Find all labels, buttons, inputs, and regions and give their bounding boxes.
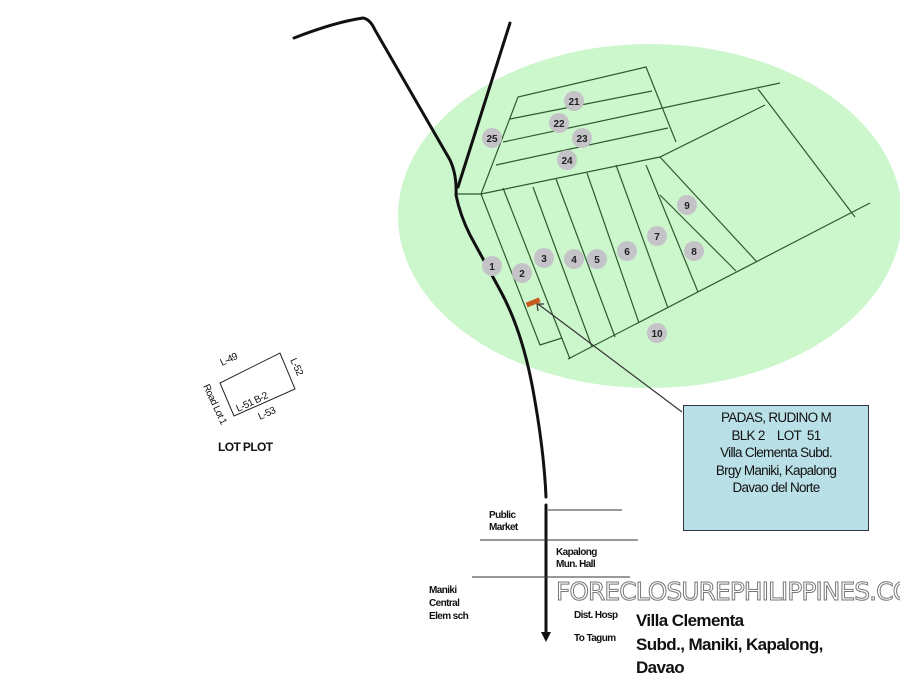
subject-lot-marker	[525, 297, 541, 308]
lot-number: 24	[561, 156, 573, 167]
location-title: Villa Clementa	[636, 611, 745, 630]
pointer-arrow	[536, 303, 683, 413]
lot-plot-bottom-label: L-53	[257, 405, 279, 423]
municipal-hall-label: Kapalong	[556, 547, 597, 558]
lot-number: 22	[553, 119, 565, 130]
lot-number: 9	[684, 201, 690, 212]
main-road	[292, 16, 548, 499]
municipal-hall-label: Mun. Hall	[556, 559, 596, 570]
subdivision: Villa Clementa Subd.	[720, 445, 833, 460]
lot-plot-left-label: Road Lot 1	[200, 383, 229, 427]
lot-number: 6	[624, 247, 630, 258]
school-label: Elem sch	[429, 611, 469, 622]
lot-plot-top-label: L-49	[219, 351, 241, 369]
lot-number: 25	[486, 134, 498, 145]
location-title: Davao	[636, 658, 684, 675]
public-market-label: Public	[489, 510, 516, 521]
lot-number: 23	[576, 134, 588, 145]
landmarks: Public Market Kapalong Mun. Hall Maniki …	[429, 510, 823, 675]
lot-number: 3	[541, 254, 547, 265]
lot-number: 8	[691, 247, 697, 258]
lot-number: 1	[489, 262, 495, 273]
lot-number: 21	[568, 97, 580, 108]
owner-name: PADAS, RUDINO M	[720, 410, 832, 425]
lot-number: 5	[594, 255, 600, 266]
roads	[292, 16, 638, 642]
province: Davao del Norte	[732, 480, 820, 495]
watermark: FORECLOSUREPHILIPPINES.COM	[556, 577, 900, 606]
arrow-down-icon	[541, 632, 551, 642]
block-lot: BLK 2 LOT 51	[731, 427, 821, 443]
school-label: Maniki	[429, 585, 457, 596]
school-label: Central	[429, 598, 460, 609]
side-road	[456, 21, 512, 189]
to-tagum-label: To Tagum	[574, 633, 616, 644]
public-market-label: Market	[489, 522, 519, 533]
lot-plot-title: LOT PLOT	[218, 440, 274, 454]
property-info-box: PADAS, RUDINO M BLK 2 LOT 51 Villa Cleme…	[683, 405, 869, 531]
location-title: Subd., Maniki, Kapalong,	[636, 635, 823, 654]
lot-plot: L-49 L-52 L-51 B-2 L-53 Road Lot 1 LOT P…	[200, 351, 305, 454]
lot-number-circles	[482, 91, 704, 343]
lot-number: 7	[654, 232, 660, 243]
lot-number: 10	[651, 329, 663, 340]
lot-plot-right-label: L-52	[287, 357, 305, 379]
lot-numbers: 21 22 23 24 25 1 2 3 4 5 6 7 8 9 10	[486, 97, 697, 340]
lot-number: 2	[519, 269, 525, 280]
barangay: Brgy Maniki, Kapalong	[715, 462, 837, 478]
hospital-label: Dist. Hosp	[574, 610, 618, 621]
lot-number: 4	[571, 255, 577, 266]
